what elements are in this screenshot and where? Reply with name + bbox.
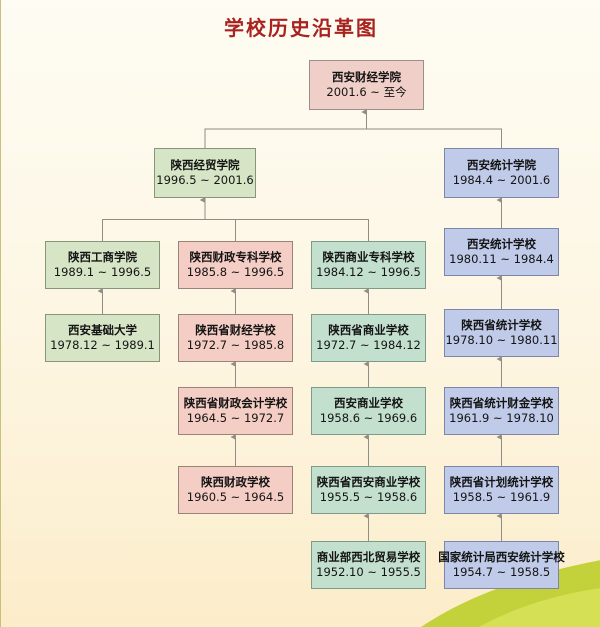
connector-line [200, 197, 236, 241]
node-period: 2001.6 ~ 至今 [326, 85, 407, 99]
node-name: 西安商业学校 [334, 395, 403, 410]
node-name: 陕西省财经学校 [195, 322, 276, 337]
node-name: 陕西省统计学校 [461, 317, 542, 332]
node-name: 陕西省财政会计学校 [183, 395, 288, 410]
node-name: 西安统计学院 [467, 157, 536, 172]
node-period: 1989.1 ~ 1996.5 [53, 265, 152, 279]
node-period: 1964.5 ~ 1972.7 [186, 411, 285, 425]
node-period: 1980.11 ~ 1984.4 [449, 252, 554, 266]
node-period: 1985.8 ~ 1996.5 [186, 265, 285, 279]
node-period: 1960.5 ~ 1964.5 [186, 490, 285, 504]
connector-line [361, 109, 502, 148]
node-name: 西安统计学校 [467, 236, 536, 251]
node-period: 1978.10 ~ 1980.11 [445, 333, 558, 347]
node-period: 1984.4 ~ 2001.6 [452, 173, 551, 187]
node-period: 1978.12 ~ 1989.1 [50, 338, 155, 352]
node-period: 1972.7 ~ 1984.12 [316, 338, 421, 352]
node-name: 陕西财政学校 [201, 474, 270, 489]
node-name: 陕西省统计财金学校 [449, 395, 554, 410]
connector-line [200, 197, 369, 241]
connector-line [102, 197, 206, 241]
node-name: 陕西省商业学校 [328, 322, 409, 337]
node-name: 陕西经贸学院 [170, 157, 240, 172]
node-name: 陕西商业专科学校 [322, 249, 415, 264]
node-period: 1961.9 ~ 1978.10 [449, 411, 554, 425]
page-title: 学校历史沿革图 [224, 16, 378, 40]
node-period: 1952.10 ~ 1955.5 [316, 565, 421, 579]
node-period: 1958.6 ~ 1969.6 [319, 411, 418, 425]
connector-line [204, 109, 367, 148]
node-name: 陕西财政专科学校 [189, 249, 282, 264]
node-name: 西安基础大学 [68, 322, 137, 337]
node-period: 1955.5 ~ 1958.6 [319, 490, 418, 504]
node-name: 陕西工商学院 [68, 249, 137, 264]
node-period: 1958.5 ~ 1961.9 [452, 490, 551, 504]
node-name: 陕西省西安商业学校 [316, 474, 421, 489]
node-period: 1984.12 ~ 1996.5 [316, 265, 421, 279]
node-name: 国家统计局西安统计学校 [438, 549, 565, 564]
node-name: 西安财经学院 [332, 69, 401, 84]
node-period: 1954.7 ~ 1958.5 [452, 565, 551, 579]
node-name: 商业部西北贸易学校 [316, 549, 421, 564]
node-period: 1972.7 ~ 1985.8 [186, 338, 285, 352]
node-name: 陕西省计划统计学校 [449, 474, 554, 489]
node-period: 1996.5 ~ 2001.6 [156, 173, 254, 187]
